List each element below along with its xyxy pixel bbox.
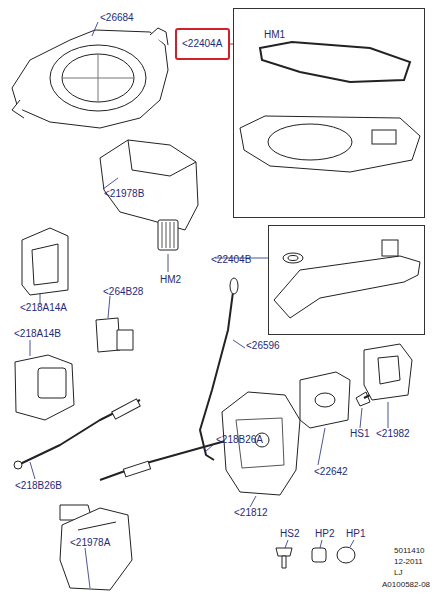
callout-number: <22404B xyxy=(211,254,251,266)
drawing-note: 5011410 xyxy=(394,546,425,556)
drawing-note: A0100582-08 xyxy=(382,580,430,590)
callout-number: HM1 xyxy=(264,29,285,41)
callout-number: <22642 xyxy=(314,466,348,478)
callout-number: HS2 xyxy=(280,528,299,540)
callout-number: <26596 xyxy=(246,340,280,352)
callout-number: HS1 xyxy=(350,428,369,440)
callout-number: <218B26A xyxy=(216,434,263,446)
callout-number: <218A14A xyxy=(20,302,67,314)
part-frame: HM1 xyxy=(233,8,425,218)
callout-number: <21982 xyxy=(376,428,410,440)
callout-number: <264B28 xyxy=(103,286,143,298)
callout-number: HP1 xyxy=(346,528,365,540)
callout-number: <26684 xyxy=(100,12,134,24)
callout-number: <218A14B xyxy=(14,328,61,340)
part-frame: <22404B xyxy=(268,225,425,335)
callout-number: <21978A xyxy=(70,537,110,549)
highlight-box: <22404A xyxy=(175,28,230,60)
drawing-note: 12-2011 xyxy=(394,557,423,567)
callout-number: <22404A xyxy=(182,38,223,50)
callout-number: HP2 xyxy=(315,528,334,540)
callout-number: <21812 xyxy=(234,507,268,519)
callout-number: <218B26B xyxy=(15,480,62,492)
callout-number: HM2 xyxy=(160,274,181,286)
drawing-note: LJ xyxy=(394,568,402,578)
callout-number: <21978B xyxy=(104,188,144,200)
